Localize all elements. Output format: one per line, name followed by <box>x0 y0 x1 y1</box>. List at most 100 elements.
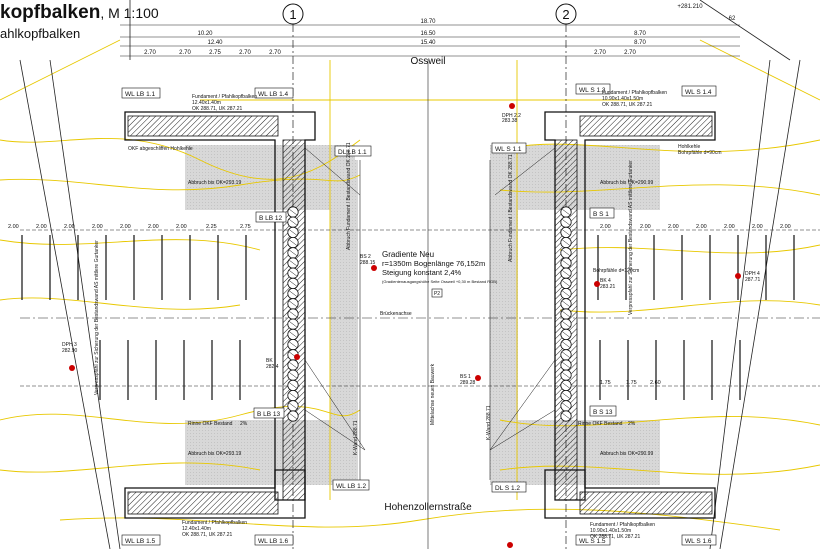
label-bs1: BS 1 <box>460 374 471 380</box>
grid-dim: 1.75 <box>600 380 611 386</box>
tag-wl-lb-14: WL LB 1.4 <box>258 91 288 98</box>
bored-pile-hatch <box>288 402 298 409</box>
label-bk4: BK 4 <box>600 278 611 284</box>
grid-dim: 2.00 <box>36 224 47 230</box>
survey-point-bs2 <box>371 265 377 271</box>
tag-wl-s-11: WL S 1.1 <box>495 146 522 153</box>
note-rinne-left: Rinne OKF Bestand <box>188 421 233 427</box>
contour <box>0 239 261 251</box>
grid-dim: 2.00 <box>640 224 651 230</box>
note-fund-bl: Fundament / Pfahlkopfbalken <box>182 520 247 526</box>
label-dph22: DPH 2.2 <box>502 113 521 119</box>
survey-point-bk4 <box>594 281 600 287</box>
tag-box <box>681 534 717 546</box>
tag-wl-s-13: WL S 1.3 <box>579 87 606 94</box>
contour <box>559 244 820 254</box>
bored-pile-hatch <box>561 218 571 226</box>
tag-box <box>589 207 615 219</box>
street-bottom: Hohenzollernstraße <box>384 502 472 513</box>
label-bk-val: 282.4 <box>266 364 279 370</box>
bored-pile-hatch <box>561 402 571 409</box>
bored-pile-hatch <box>561 361 571 369</box>
note-fund-tl: Fundament / Pfahlkopfbalken <box>192 94 257 100</box>
grid-dim: 2.25 <box>206 224 217 230</box>
dim-seg6: 2.70 <box>594 50 606 56</box>
tag-box <box>254 87 294 99</box>
bored-pile-hatch <box>561 280 571 287</box>
note-fund-tl-ok: OK 288.71, UK 287.21 <box>192 106 243 112</box>
dim-seg5: 2.70 <box>269 50 281 56</box>
page-subtitle: ahlkopfbalken <box>0 26 81 41</box>
beam-right-bottom <box>579 491 713 515</box>
embankment-line <box>699 0 791 61</box>
note-fund-tr: Fundament / Pfahlkopfbalken <box>602 90 667 96</box>
embankment-line <box>719 59 801 549</box>
tag-b-s-11: B S 1 <box>593 211 609 218</box>
dim-seg7: 2.70 <box>624 50 636 56</box>
street-top: Ossweil <box>410 56 445 67</box>
grid-dim: 2.00 <box>148 224 159 230</box>
note-fund-tl-dims: 12.40x1.40m <box>192 100 221 106</box>
note-abbruch-tr: Abbruch bis OK=290.99 <box>600 180 653 186</box>
tag-b-s-13: B S 13 <box>593 409 613 416</box>
axis-circle-1 <box>282 3 304 25</box>
bored-pile-hatch <box>288 382 298 389</box>
survey-point-dph4 <box>735 273 741 279</box>
tag-box <box>491 142 527 154</box>
bridge-axis-label: Brückenachse <box>380 311 412 317</box>
axis-circle-2 <box>555 3 577 25</box>
note-pct-right: 2% <box>628 421 636 427</box>
tag-b-lb-13: B LB 13 <box>257 411 281 418</box>
bored-pile-hatch <box>288 208 298 216</box>
demolition-areas <box>185 145 660 485</box>
gradient-line2: Steigung konstant 2,4% <box>382 268 462 277</box>
note-kwand-right: K-Wand 288.71 <box>486 405 492 440</box>
survey-labels: DPH 2.2 283.38 DPH 3 282.90 DPH 4 287.71… <box>62 113 761 386</box>
bored-pile-hatch <box>561 249 571 257</box>
grid-dim: 2.00 <box>92 224 103 230</box>
note-ok-side-left: Abbruch Fundament / Bestandswand OK 288.… <box>346 142 352 250</box>
bored-pile-hatch <box>288 361 298 369</box>
bored-pile-hatch <box>288 300 298 307</box>
label-dph3: DPH 3 <box>62 342 77 348</box>
tag-box <box>253 407 285 419</box>
label-dph3-val: 282.90 <box>62 348 78 354</box>
leader <box>304 409 366 451</box>
note-pct-left: 2% <box>240 421 248 427</box>
demolition-area-tl <box>185 145 355 210</box>
dim-top-right-b: 62 <box>729 16 736 22</box>
dimension-chains <box>120 24 740 57</box>
tag-wl-lb-15: WL LB 1.5 <box>125 538 155 545</box>
bored-pile-hatch <box>561 259 571 267</box>
survey-point-bottom <box>507 542 513 548</box>
bored-pile-hatch <box>561 321 571 328</box>
grid-dim: 2.00 <box>724 224 735 230</box>
bored-pile-hatch <box>561 351 571 358</box>
note-abbruch-tl: Abbruch bis OK=293.19 <box>188 180 241 186</box>
tag-box <box>332 479 370 491</box>
grid-dim: 2.75 <box>240 224 251 230</box>
tag-b-lb-12: B LB 12 <box>259 215 283 222</box>
dim-seg1: 2.70 <box>144 50 156 56</box>
tag-wl-s-15: WL S 1.5 <box>579 538 606 545</box>
contour <box>559 300 820 313</box>
grid-dims: 2.00 2.00 2.00 2.00 2.00 2.00 2.00 2.25 … <box>8 224 791 386</box>
bored-pile-hatch <box>288 270 298 277</box>
label-bs2: BS 2 <box>360 254 371 260</box>
note-fund-bl-dims: 12.40x1.40m <box>182 526 211 532</box>
bored-pile-hatch <box>288 310 298 318</box>
grid-dim: 2.00 <box>120 224 131 230</box>
bored-pile-hatch <box>561 290 571 297</box>
tag-wl-s-16: WL S 1.6 <box>685 538 712 545</box>
p2-label: P2 <box>434 291 440 297</box>
bored-pile-hatch <box>561 270 571 277</box>
gradient-block: Gradiente Neu r=1350m Bogenlänge 76,152m… <box>380 250 498 317</box>
note-fund-br-ok: OK 288.71, UK 287.21 <box>590 534 641 540</box>
note-okf-left: OKF abgeschliffen Hohlkehle <box>128 146 193 152</box>
contour <box>499 416 820 427</box>
contour <box>699 39 820 101</box>
grid-dim: 2.00 <box>64 224 75 230</box>
note-fund-tr-dims: 10.90x1.40x1.50m <box>602 96 643 102</box>
dim-left-a: 12.40 <box>207 40 223 46</box>
bored-pile-hatch <box>561 239 571 246</box>
